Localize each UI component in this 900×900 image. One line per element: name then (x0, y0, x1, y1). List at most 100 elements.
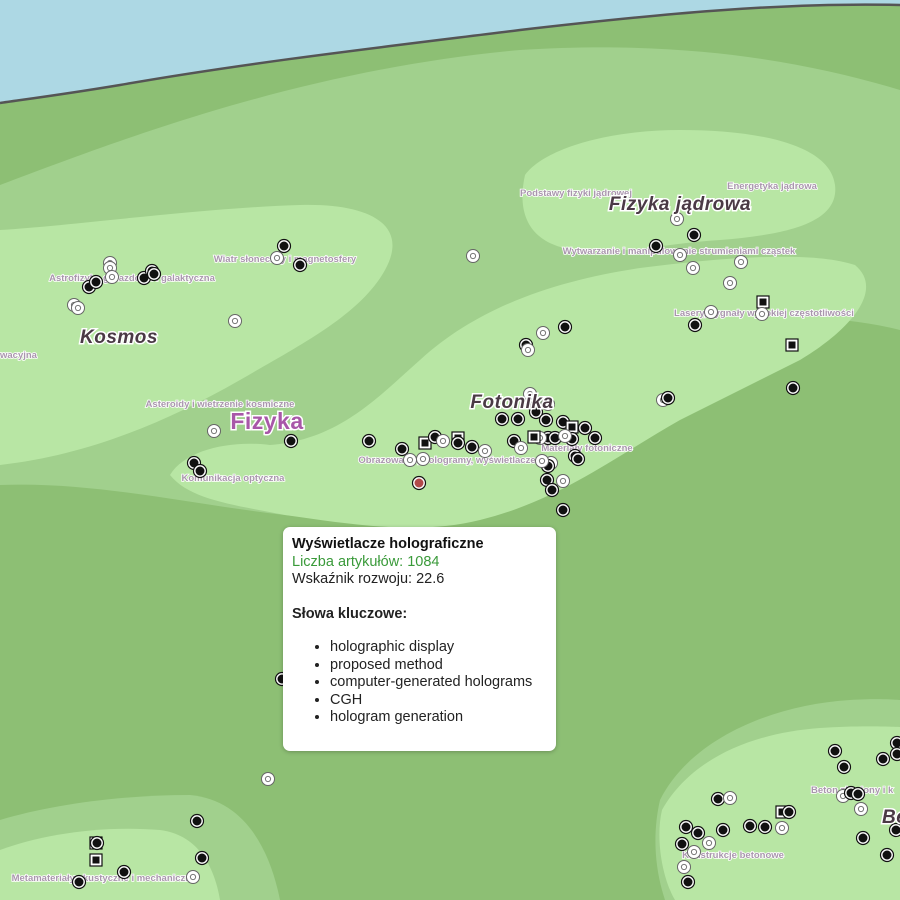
article-point-core (406, 456, 414, 464)
article-point-core (513, 414, 523, 424)
article-point[interactable] (670, 212, 684, 226)
article-point-core (784, 807, 794, 817)
article-point-core (561, 432, 569, 440)
article-point[interactable] (403, 453, 417, 467)
article-point-core (279, 241, 289, 251)
article-point-core (559, 477, 567, 485)
article-point-core (195, 466, 205, 476)
article-point[interactable] (261, 772, 275, 786)
article-point[interactable] (228, 314, 242, 328)
article-point[interactable] (186, 870, 200, 884)
region-labels: Kosmos Fotonika Fizyka jądrowa Be Fizyka (79, 193, 900, 830)
article-point[interactable] (207, 424, 221, 438)
article-point-square-core (92, 856, 100, 864)
article-point-core (481, 447, 489, 455)
article-point-core (231, 317, 239, 325)
article-point-core (693, 828, 703, 838)
article-point-core (676, 251, 684, 259)
article-point[interactable] (270, 251, 284, 265)
article-point-core (663, 393, 673, 403)
article-point[interactable] (775, 821, 789, 835)
article-point-core (524, 346, 532, 354)
article-point-core (264, 775, 272, 783)
article-point-core (745, 821, 755, 831)
article-point-core (542, 475, 552, 485)
article-point[interactable] (854, 802, 868, 816)
article-point-core (91, 277, 101, 287)
article-point[interactable] (556, 474, 570, 488)
article-point[interactable] (687, 845, 701, 859)
article-point-core (558, 417, 568, 427)
coastline (0, 3, 900, 105)
article-point-core (878, 754, 888, 764)
region-label-fotonika[interactable]: Fotonika (469, 391, 555, 415)
article-point[interactable] (478, 444, 492, 458)
article-point[interactable] (521, 343, 535, 357)
article-point-core (892, 738, 900, 748)
article-point-core (558, 505, 568, 515)
article-point[interactable] (466, 249, 480, 263)
article-point[interactable] (71, 301, 85, 315)
article-point-core (713, 794, 723, 804)
tooltip-keyword: proposed method (330, 657, 547, 675)
sublabel-konstrukcje-betonowe: Konstrukcje betonowe (682, 850, 784, 861)
article-point[interactable] (536, 326, 550, 340)
article-point-core (707, 308, 715, 316)
article-point[interactable] (558, 429, 572, 443)
article-point-core (690, 848, 698, 856)
article-point[interactable] (677, 860, 691, 874)
sublabel-energetyka-jadrowa: Energetyka jądrowa (727, 181, 817, 192)
article-point[interactable] (702, 836, 716, 850)
article-point-core (689, 230, 699, 240)
article-point[interactable] (105, 270, 119, 284)
article-point-core (210, 427, 218, 435)
article-point-core (419, 455, 427, 463)
article-point[interactable] (686, 261, 700, 275)
article-point[interactable] (436, 434, 450, 448)
article-point-core (726, 279, 734, 287)
field-label-fizyka[interactable]: Fizyka (229, 407, 305, 436)
article-point[interactable] (734, 255, 748, 269)
article-point[interactable] (723, 791, 737, 805)
article-point-core (414, 478, 424, 488)
article-point-core (758, 310, 766, 318)
tooltip-article-count: Liczba artykułów: 1084 (292, 553, 440, 570)
article-points[interactable] (67, 212, 900, 890)
article-point[interactable] (723, 276, 737, 290)
region-label-fizyka-jadrowa[interactable]: Fizyka jądrowa (607, 193, 752, 217)
article-point-core (778, 824, 786, 832)
article-point-core (108, 273, 116, 281)
sublabel-astrofizyka: Astrofizyka gwiazdowa i galaktyczna (49, 273, 215, 284)
article-point-square-core (759, 298, 767, 306)
sublabel-obrazowanie-hologramy: Obrazowanie, hologramy, wyświetlacze (358, 455, 535, 466)
article-point[interactable] (755, 307, 769, 321)
land-zone-light-jadrowa (522, 130, 836, 252)
article-point-core (544, 400, 552, 408)
region-label-be[interactable]: Be (881, 806, 900, 830)
article-point-core (539, 329, 547, 337)
article-point-core (737, 258, 745, 266)
article-point-core (830, 746, 840, 756)
article-point-core (92, 838, 102, 848)
article-point-square-core (421, 439, 429, 447)
article-point-core (858, 833, 868, 843)
sublabel-asteroidy: Asteroidy i wietrzenie kosmiczne (146, 399, 295, 410)
sea (0, 0, 900, 103)
article-point-core (467, 442, 477, 452)
sublabel-wacyjna: wacyjna (0, 350, 38, 361)
article-point-core (189, 873, 197, 881)
article-point[interactable] (416, 452, 430, 466)
region-label-kosmos[interactable]: Kosmos (79, 326, 159, 350)
article-point-core (541, 415, 551, 425)
article-point-core (538, 457, 546, 465)
article-point-core (788, 383, 798, 393)
article-point[interactable] (704, 305, 718, 319)
article-point[interactable] (673, 248, 687, 262)
article-point[interactable] (535, 454, 549, 468)
article-point[interactable] (541, 397, 555, 411)
article-point[interactable] (514, 441, 528, 455)
article-point-core (547, 485, 557, 495)
article-point-core (497, 414, 507, 424)
article-point-core (726, 794, 734, 802)
